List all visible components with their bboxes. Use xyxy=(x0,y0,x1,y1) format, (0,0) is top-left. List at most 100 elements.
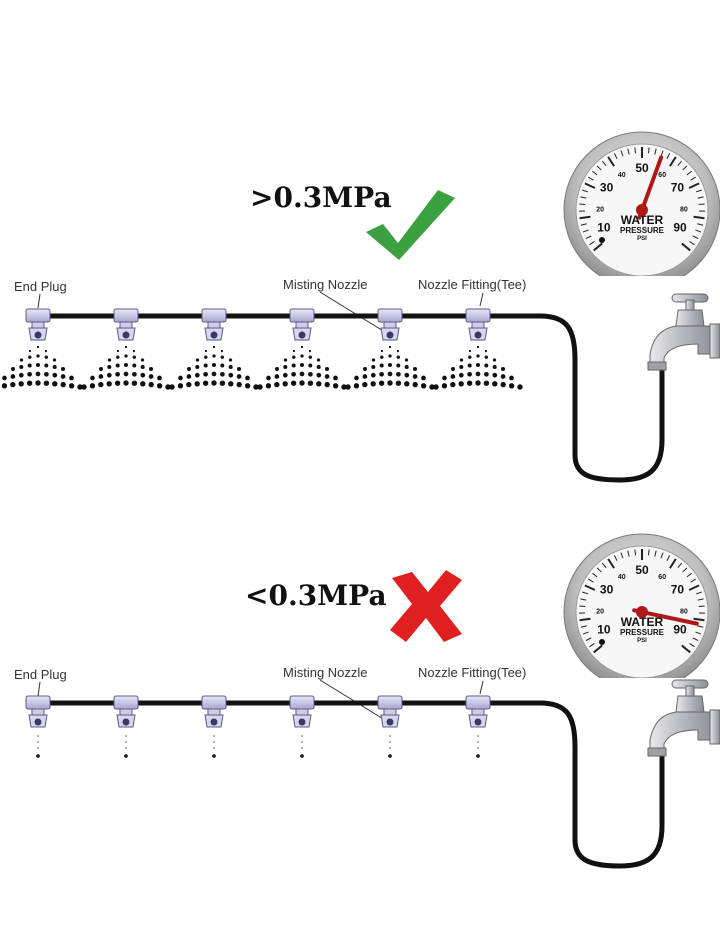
drip-droplet xyxy=(477,735,479,737)
gauge-tick xyxy=(654,148,657,155)
gauge-tick xyxy=(620,150,624,157)
gauge-tick xyxy=(589,241,595,246)
gauge-tick xyxy=(692,235,699,240)
mist-droplet xyxy=(98,381,104,388)
mist-droplet xyxy=(212,354,216,358)
mist-droplet xyxy=(186,374,192,379)
gauge-tick xyxy=(584,584,596,591)
nozzle-orifice xyxy=(386,718,394,726)
gauge-tick xyxy=(669,558,677,569)
mist-droplet xyxy=(396,355,400,359)
mist-droplet xyxy=(290,380,297,386)
gauge-tick xyxy=(692,637,699,642)
mist-droplet xyxy=(308,363,313,368)
mist-droplet xyxy=(388,345,392,349)
nozzle-neck xyxy=(31,321,45,329)
mist-droplet xyxy=(266,375,271,381)
gauge-tick xyxy=(613,555,618,561)
mist-droplet xyxy=(68,383,75,389)
gauge-tick xyxy=(690,176,696,181)
mist-droplet xyxy=(370,372,376,378)
mist-droplet xyxy=(44,363,49,368)
mist-droplet xyxy=(316,365,321,369)
gauge-number: 30 xyxy=(600,180,614,194)
mist-droplet xyxy=(212,363,216,367)
panel-top: >0.3MPa 102030405060708090WATERPRESSUREP… xyxy=(1,131,720,483)
misting-nozzle xyxy=(25,695,51,728)
gauge-tick xyxy=(654,550,657,557)
gauge-tick xyxy=(686,572,692,578)
mist-droplet xyxy=(211,380,217,386)
mist-droplet xyxy=(308,349,312,353)
mist-droplet xyxy=(124,345,128,349)
mist-droplet xyxy=(468,355,472,359)
mist-droplet xyxy=(203,363,208,368)
mist-droplet xyxy=(467,371,472,377)
gauge-tick xyxy=(660,552,664,559)
mist-droplet xyxy=(52,372,58,378)
gauge-tick xyxy=(697,223,704,226)
mist-droplet xyxy=(106,372,112,378)
nozzle-neck xyxy=(295,708,309,716)
mist-droplet xyxy=(467,363,472,368)
nozzle-orifice xyxy=(474,331,482,339)
gauge-tick xyxy=(634,549,637,556)
mist-droplet xyxy=(300,354,304,358)
mist-droplet xyxy=(458,381,464,387)
drip-droplet xyxy=(388,754,392,758)
mist-droplet xyxy=(324,381,330,388)
mist-droplet xyxy=(36,345,40,349)
mist-droplet xyxy=(291,363,296,368)
check-mark-shape xyxy=(366,190,455,260)
mist-droplet xyxy=(228,365,233,369)
misting-nozzle xyxy=(289,308,315,341)
mist-droplet xyxy=(476,345,480,349)
nozzle-neck xyxy=(383,708,397,716)
gauge-tick xyxy=(585,637,592,642)
mist-droplet xyxy=(404,358,409,362)
faucet-icon xyxy=(647,293,720,371)
mist-droplet xyxy=(442,375,447,381)
mist-droplet xyxy=(484,349,488,353)
mist-droplet xyxy=(149,367,153,371)
mist-droplet xyxy=(395,380,402,386)
mist-droplet xyxy=(324,374,330,379)
nozzle-orifice xyxy=(210,331,218,339)
gauge-tick xyxy=(627,148,630,155)
mist-droplet xyxy=(148,374,154,379)
faucet-icon xyxy=(647,679,720,757)
mist-droplet xyxy=(77,384,83,390)
nozzle-neck xyxy=(295,321,309,329)
tee-fitting xyxy=(289,308,315,323)
mist-droplet xyxy=(265,383,272,389)
gauge-number: 20 xyxy=(596,608,604,615)
gauge-tick xyxy=(601,160,607,167)
gauge-tick xyxy=(580,223,587,226)
mist-droplet xyxy=(228,381,234,387)
mist-droplet xyxy=(52,365,57,369)
mist-droplet xyxy=(370,381,376,387)
mist-droplet xyxy=(307,380,314,386)
gauge-tick xyxy=(582,229,589,233)
mist-droplet xyxy=(244,383,251,389)
gauge-tick xyxy=(695,591,702,595)
misting-nozzle xyxy=(289,695,315,728)
mist-droplet xyxy=(89,383,96,389)
mist-droplet xyxy=(396,349,400,353)
mist-droplet xyxy=(194,372,200,378)
mist-droplet xyxy=(115,371,120,377)
gauge-tick xyxy=(698,605,705,608)
mist-droplet xyxy=(492,358,497,362)
mist-droplet xyxy=(299,380,305,386)
mist-droplet xyxy=(451,367,455,371)
mist-droplet xyxy=(132,349,136,353)
mist-droplet xyxy=(283,358,288,362)
mist-droplet xyxy=(98,374,104,379)
mist-droplet xyxy=(316,372,322,378)
tee-fitting xyxy=(113,308,139,323)
tee-fitting xyxy=(201,695,227,710)
gauge-number: 70 xyxy=(671,582,685,596)
mist-droplet xyxy=(387,371,393,377)
mist-droplet xyxy=(27,371,32,377)
